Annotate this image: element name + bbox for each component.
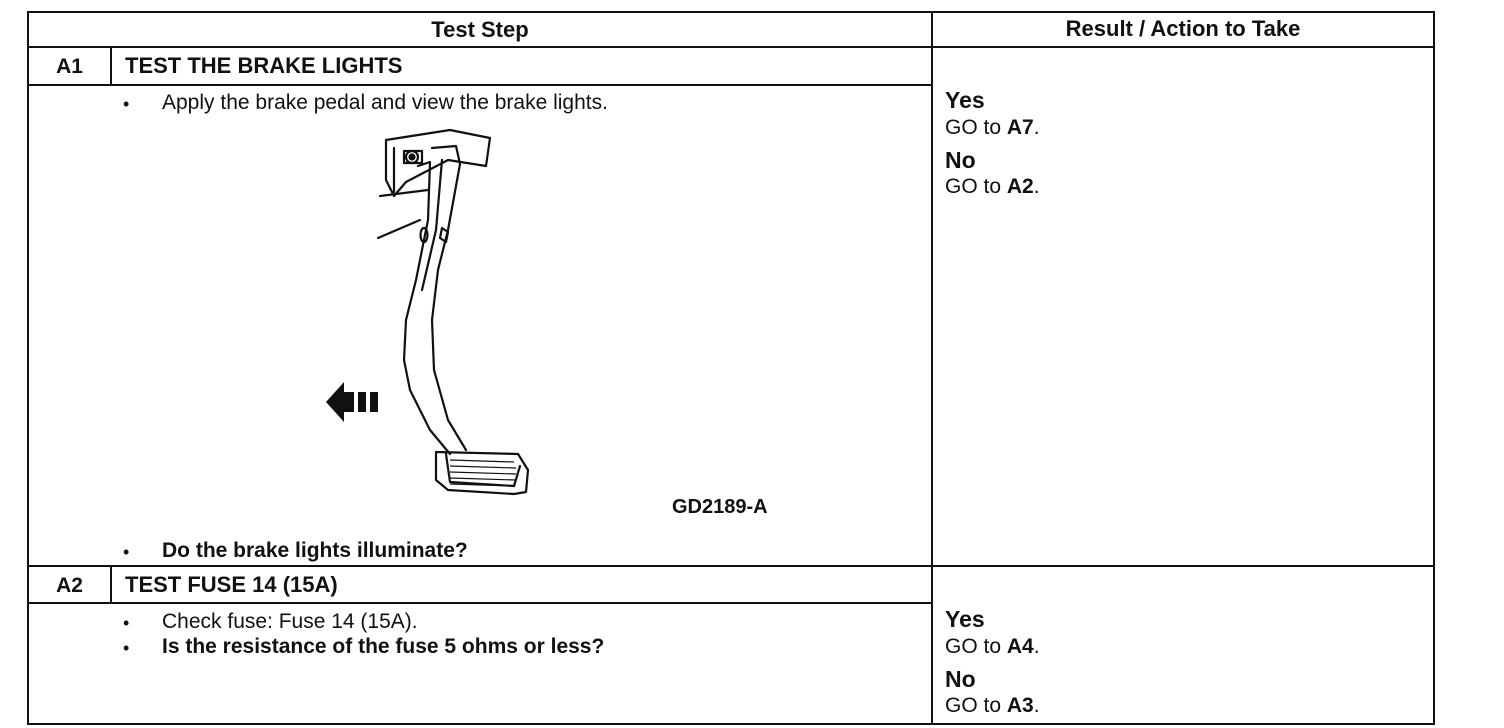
instruction-bullet: • — [123, 542, 130, 562]
column-divider — [931, 11, 933, 725]
figure-id: GD2189-A — [672, 496, 768, 518]
instruction-text: Apply the brake pedal and view the brake… — [162, 91, 608, 114]
action-prefix: GO to — [945, 175, 1007, 198]
instruction-text: Check fuse: Fuse 14 (15A). — [162, 610, 418, 633]
instruction-bullet: • — [123, 94, 130, 114]
table-border-top — [27, 11, 1435, 13]
action-target: A2 — [1006, 175, 1034, 198]
a1-title-divider — [27, 84, 932, 86]
action-target: A4 — [1006, 635, 1034, 658]
action-prefix: GO to — [945, 694, 1007, 717]
action-suffix: . — [1033, 116, 1040, 139]
header-divider — [27, 46, 1435, 48]
a2-title-divider — [27, 602, 932, 604]
action-prefix: GO to — [945, 635, 1007, 658]
action-suffix: . — [1033, 635, 1040, 658]
instruction-question: Do the brake lights illuminate? — [162, 539, 468, 562]
table-border-right — [1433, 11, 1435, 725]
a2-id-divider — [110, 565, 112, 603]
result-no-action: GO to A3. — [945, 695, 1040, 716]
a1-id-divider — [110, 46, 112, 85]
result-yes-label: Yes — [945, 606, 985, 632]
step-id: A1 — [56, 55, 83, 78]
result-yes-action: GO to A7. — [945, 117, 1040, 138]
result-no-action: GO to A2. — [945, 176, 1040, 197]
instruction-bullet: • — [123, 638, 130, 658]
action-suffix: . — [1033, 175, 1040, 198]
brake-pedal-illustration — [326, 128, 530, 496]
instruction-bullet: • — [123, 613, 130, 633]
header-test-step: Test Step — [431, 17, 529, 42]
action-suffix: . — [1033, 694, 1040, 717]
step-title: TEST FUSE 14 (15A) — [125, 572, 338, 597]
step-id: A2 — [56, 574, 83, 597]
action-target: A3 — [1006, 694, 1034, 717]
action-prefix: GO to — [945, 116, 1007, 139]
table-border-bottom — [27, 723, 1435, 725]
action-target: A7 — [1006, 116, 1034, 139]
result-no-label: No — [945, 666, 976, 692]
header-result-action: Result / Action to Take — [1065, 16, 1301, 41]
result-yes-label: Yes — [945, 87, 985, 113]
row-divider-a2 — [27, 565, 1435, 567]
table-border-left — [27, 11, 29, 725]
result-yes-action: GO to A4. — [945, 636, 1040, 657]
result-no-label: No — [945, 147, 976, 173]
instruction-question: Is the resistance of the fuse 5 ohms or … — [162, 635, 605, 658]
step-title: TEST THE BRAKE LIGHTS — [125, 53, 403, 78]
